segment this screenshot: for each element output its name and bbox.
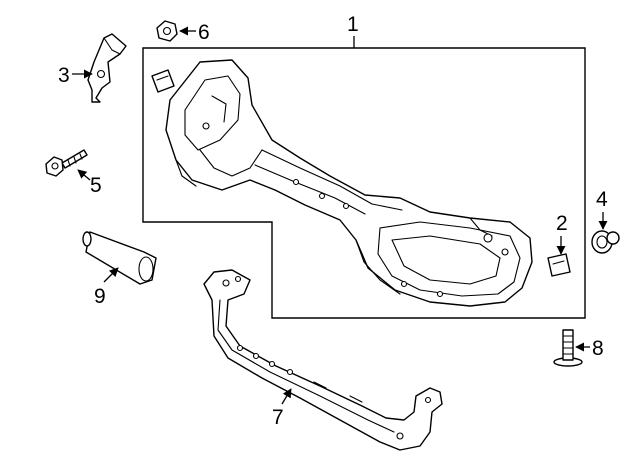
sleeve[interactable] <box>82 231 157 285</box>
assembly-frame <box>142 47 586 319</box>
radiator-support[interactable] <box>165 59 533 307</box>
callout-5: 5 <box>90 174 102 197</box>
callout-1: 1 <box>347 13 359 36</box>
leader-7 <box>281 388 292 405</box>
leader-9 <box>103 267 119 283</box>
bolt[interactable] <box>45 149 88 177</box>
lower-tie-bar[interactable] <box>203 269 443 451</box>
callout-4: 4 <box>596 188 608 211</box>
insulator-pad-left[interactable] <box>151 69 175 93</box>
callout-7: 7 <box>272 406 284 429</box>
callout-3: 3 <box>58 64 70 87</box>
callout-8: 8 <box>592 337 604 360</box>
isolator[interactable] <box>591 230 620 254</box>
leader-5 <box>77 169 91 181</box>
callout-2: 2 <box>556 212 568 235</box>
mounting-bracket[interactable] <box>87 33 127 103</box>
nut[interactable] <box>156 20 178 42</box>
insulator-pad[interactable] <box>547 253 571 277</box>
callout-6: 6 <box>198 21 210 44</box>
callout-9: 9 <box>94 285 106 308</box>
stud[interactable] <box>553 329 583 367</box>
